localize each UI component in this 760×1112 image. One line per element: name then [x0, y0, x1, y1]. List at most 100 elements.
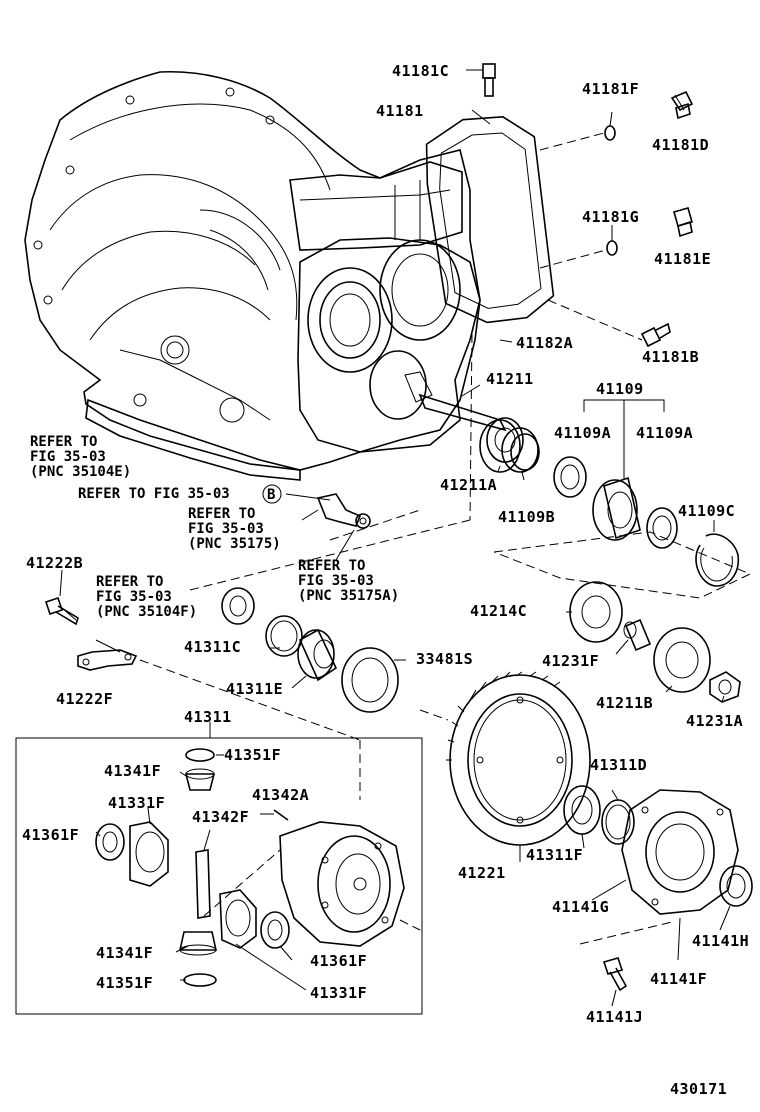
label-41141G: 41141G	[552, 898, 609, 916]
label-41141J: 41141J	[586, 1008, 643, 1026]
ref-35175-line3: (PNC 35175)	[188, 536, 281, 552]
figure-number: 430171	[670, 1080, 727, 1098]
ref-35175A-line1: REFER TO	[298, 558, 365, 574]
leader-lines	[59, 109, 752, 1007]
label-41351F-top: 41351F	[224, 746, 281, 764]
snap-ring-41109B[interactable]	[510, 433, 540, 471]
label-41181B: 41181B	[642, 348, 699, 366]
seal-35104F[interactable]	[221, 587, 255, 625]
label-41351F-bottom: 41351F	[96, 974, 153, 992]
ref-35175A-line3: (PNC 35175A)	[298, 588, 399, 604]
bearing-41109A-left[interactable]	[553, 456, 587, 498]
washer-41351F-top[interactable]	[185, 748, 215, 762]
label-41211: 41211	[486, 370, 534, 388]
bearing-41109[interactable]	[592, 476, 641, 541]
gasket-41181G[interactable]	[606, 240, 618, 256]
ref-circle-B-letter: B	[267, 487, 275, 503]
label-41361F-left: 41361F	[22, 826, 79, 844]
side-gear-41331F-right[interactable]	[219, 889, 257, 949]
label-41331F-top: 41331F	[108, 794, 165, 812]
transaxle-case[interactable]	[24, 70, 481, 481]
ring-gear-41221[interactable]	[446, 671, 591, 846]
label-41109A-left: 41109A	[554, 424, 611, 442]
ref-fig-35-03-B: REFER TO FIG 35-03	[78, 486, 230, 502]
ring-41311C[interactable]	[265, 615, 303, 657]
ref-35104F-line3: (PNC 35104F)	[96, 604, 197, 620]
ref-35104E-line3: (PNC 35104E)	[30, 464, 131, 480]
label-41214C: 41214C	[470, 602, 527, 620]
label-41361F-right: 41361F	[310, 952, 367, 970]
bolt-41141J[interactable]	[602, 957, 628, 992]
ref-35175A-line2: FIG 35-03	[298, 573, 374, 589]
label-41222F: 41222F	[56, 690, 113, 708]
bearing-41311E[interactable]	[297, 628, 338, 682]
label-41311: 41311	[184, 708, 232, 726]
label-41109B: 41109B	[498, 508, 555, 526]
label-41231F: 41231F	[542, 652, 599, 670]
side-gear-41331F-left[interactable]	[129, 821, 169, 887]
nut-41231A[interactable]	[709, 671, 741, 703]
label-41109C: 41109C	[678, 502, 735, 520]
washer-41361F-left[interactable]	[95, 823, 125, 861]
shaft-41342F[interactable]	[195, 849, 211, 919]
plate-41222F[interactable]	[77, 649, 138, 671]
case-41141F[interactable]	[621, 789, 739, 915]
seal-41214C[interactable]	[569, 581, 623, 643]
pinion-41341F-bottom[interactable]	[179, 931, 217, 956]
oil-seal-33481S[interactable]	[341, 647, 399, 713]
label-41342F: 41342F	[192, 808, 249, 826]
ring-41311D[interactable]	[601, 799, 635, 845]
differential-case[interactable]	[279, 821, 405, 947]
label-41222B: 41222B	[26, 554, 83, 572]
label-41141F: 41141F	[650, 970, 707, 988]
label-41341F-bottom: 41341F	[96, 944, 153, 962]
label-41311C: 41311C	[184, 638, 241, 656]
ref-35104E-line2: FIG 35-03	[30, 449, 106, 465]
pin-41342A[interactable]	[273, 809, 289, 821]
label-41331F-bottom: 41331F	[310, 984, 367, 1002]
label-41341F-top: 41341F	[104, 762, 161, 780]
label-41311E: 41311E	[226, 680, 283, 698]
label-41181C: 41181C	[392, 62, 449, 80]
label-41182A: 41182A	[516, 334, 573, 352]
ref-35104E-line1: REFER TO	[30, 434, 97, 450]
label-41231A: 41231A	[686, 712, 743, 730]
bearing-41109A-right[interactable]	[646, 507, 678, 549]
label-41311F: 41311F	[526, 846, 583, 864]
plug-41181D[interactable]	[670, 90, 694, 120]
label-41221: 41221	[458, 864, 506, 882]
label-41181E: 41181E	[654, 250, 711, 268]
pinion-41341F-top[interactable]	[184, 768, 216, 791]
ref-35104F-line2: FIG 35-03	[96, 589, 172, 605]
gear-41211A[interactable]	[479, 419, 539, 473]
sleeve-41231F[interactable]	[623, 618, 652, 652]
bearing-41311F[interactable]	[563, 785, 601, 835]
gasket-41181F[interactable]	[604, 125, 616, 141]
label-41342A: 41342A	[252, 786, 309, 804]
label-41141H: 41141H	[692, 932, 749, 950]
seal-41141H[interactable]	[719, 865, 753, 907]
part-labels: 41181C 41181 41181F 41181D 41181G 41181E…	[22, 62, 749, 1026]
bolt-41222B[interactable]	[44, 596, 79, 626]
label-41109A-right: 41109A	[636, 424, 693, 442]
plug-41181E[interactable]	[673, 207, 693, 238]
bolt-41181B[interactable]	[640, 322, 671, 348]
label-41311D: 41311D	[590, 756, 647, 774]
label-33481S: 33481S	[416, 650, 473, 668]
ref-35104F-line1: REFER TO	[96, 574, 163, 590]
ref-35175-line2: FIG 35-03	[188, 521, 264, 537]
washer-41361F-right[interactable]	[260, 911, 290, 949]
label-41211B: 41211B	[596, 694, 653, 712]
plug-41181C[interactable]	[466, 63, 496, 97]
ref-35175-line1: REFER TO	[188, 506, 255, 522]
sensor-bracket[interactable]	[316, 493, 371, 529]
case-cover-41182A[interactable]	[423, 114, 555, 326]
label-41181D: 41181D	[652, 136, 709, 154]
reference-notes: REFER TO FIG 35-03 (PNC 35104E) REFER TO…	[30, 434, 399, 620]
label-41181G: 41181G	[582, 208, 639, 226]
label-41181: 41181	[376, 102, 424, 120]
washer-41351F-bottom[interactable]	[183, 973, 217, 987]
label-41109: 41109	[596, 380, 644, 398]
bearing-41211B[interactable]	[653, 627, 711, 693]
